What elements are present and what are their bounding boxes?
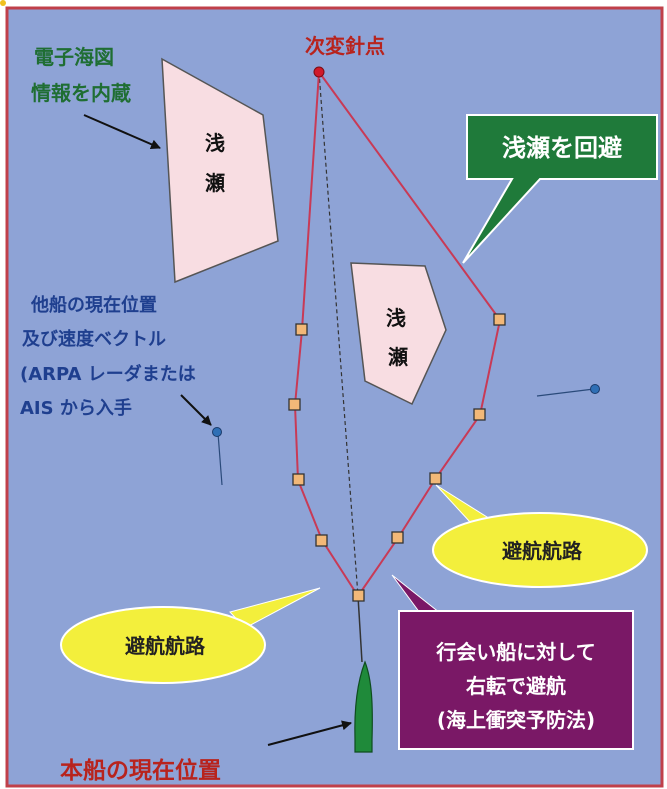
- own-ship-pointer-arrow: [267, 720, 352, 746]
- other-ship-label-line-2: 及び速度ベクトル: [22, 328, 166, 350]
- waypoint-marker: [288, 398, 301, 411]
- waypoint-marker: [391, 531, 404, 544]
- rule-text-line-1: 行会い船に対して: [435, 640, 595, 664]
- rule-text-line-2: 右転で避航: [466, 674, 566, 698]
- waypoint-marker: [295, 323, 308, 336]
- other-ship-label-line-4: AIS から入手: [20, 397, 132, 419]
- avoid-route-left-text: 避航航路: [125, 634, 206, 658]
- waypoint-marker: [315, 534, 328, 547]
- left-avoidance-route: [293, 71, 359, 597]
- shoal-area-2: [350, 262, 447, 406]
- avoid-route-right-text: 避航航路: [502, 539, 583, 563]
- shoal-2-label-2: 瀬: [388, 345, 408, 369]
- avoid-route-right-callout: [432, 512, 648, 588]
- shoal-1-label-2: 瀬: [205, 171, 225, 195]
- other-ship-label-line-3: (ARPA レーダまたは: [20, 363, 196, 385]
- next-waypoint-label: 次変針点: [305, 34, 385, 58]
- own-ship-icon: [354, 660, 373, 753]
- ecdis-label-line-2: 情報を内蔵: [31, 81, 131, 105]
- shoal-1-label-1: 浅: [205, 131, 225, 155]
- shoal-area-1: [161, 57, 279, 284]
- waypoint-marker: [352, 589, 365, 602]
- corner-mark: [0, 0, 6, 6]
- next-waypoint-marker: [313, 66, 325, 78]
- own-ship-label: 本船の現在位置: [60, 757, 221, 784]
- avoid-shoal-callout: [462, 114, 658, 264]
- other-ship-pointer-arrow: [180, 394, 212, 426]
- own-ship-heading-line: [357, 595, 363, 663]
- waypoint-marker: [429, 472, 442, 485]
- rule-text-line-3: (海上衝突予防法): [437, 708, 595, 732]
- target-ship-marker-2: [590, 384, 600, 394]
- ecdis-label-line-1: 電子海図: [34, 45, 114, 69]
- other-ship-label-line-1: 他船の現在位置: [30, 294, 157, 316]
- waypoint-marker: [473, 408, 486, 421]
- ecdis-pointer-arrow: [83, 114, 161, 150]
- right-avoidance-route: [318, 71, 502, 597]
- avoid-shoal-text: 浅瀬を回避: [502, 134, 622, 162]
- rule-callout: [398, 610, 634, 750]
- waypoint-marker: [292, 473, 305, 486]
- target-ship-marker: [212, 427, 222, 437]
- direct-course-line: [318, 71, 359, 597]
- avoid-route-left-callout: [60, 606, 266, 684]
- target-ship-vector-2: [536, 388, 595, 397]
- target-ship-vector: [217, 432, 223, 486]
- shoal-2-label-1: 浅: [386, 306, 406, 330]
- waypoint-marker: [493, 313, 506, 326]
